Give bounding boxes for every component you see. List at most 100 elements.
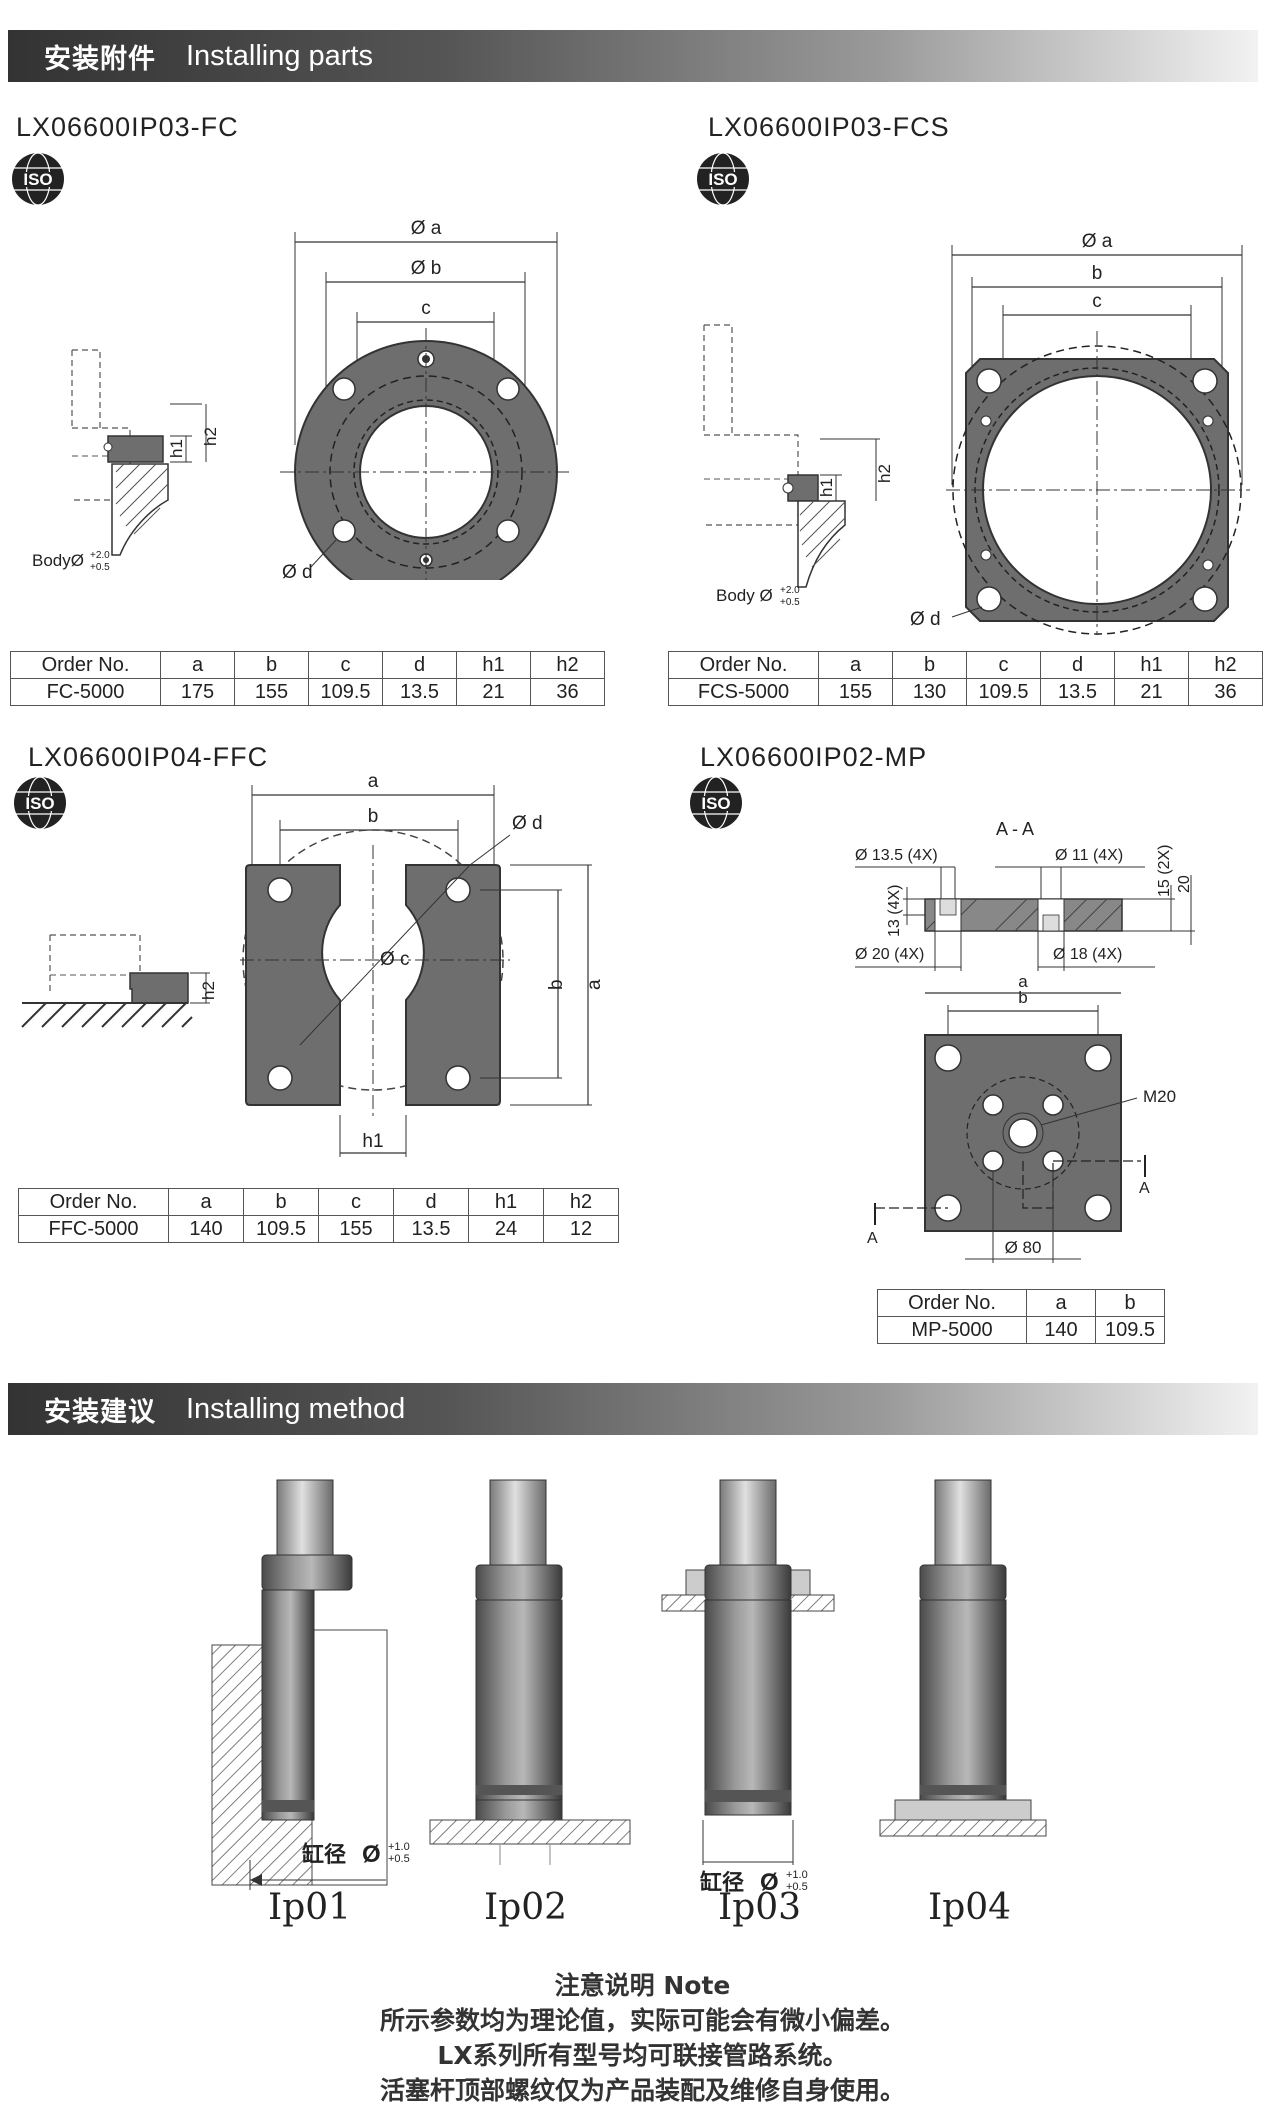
table-header-cell: h1 (1114, 651, 1189, 679)
table-header-cell: Order No. (10, 651, 161, 679)
table-header-cell: d (393, 1188, 469, 1216)
table-row: MP-5000 140 109.5 (877, 1316, 1165, 1344)
fcs-dim-h1: h1 (817, 478, 836, 497)
ffc-spec-table: Order No. a b c d h1 h2 FFC-5000 140 109… (18, 1188, 619, 1243)
fc-dim-c: c (421, 298, 431, 319)
section-header-installing-parts: 安装附件 Installing parts (8, 30, 1258, 82)
figure-label-ip02: Ip02 (484, 1887, 568, 1928)
ip03-figure: 缸径 Ø +1.0 +0.5 (661, 1479, 835, 1896)
figure-label-ip03: Ip03 (718, 1887, 802, 1928)
section-title-cn: 安装附件 (44, 43, 156, 75)
mp-dim-d80: Ø 80 (1005, 1238, 1042, 1257)
table-cell: FFC-5000 (18, 1215, 169, 1243)
section-title-cn: 安装建议 (44, 1396, 156, 1428)
fc-dim-h2: h2 (201, 427, 220, 446)
table-header-cell: a (818, 651, 893, 679)
section-title-en: Installing method (186, 1392, 406, 1425)
table-cell: 109.5 (966, 678, 1041, 706)
table-cell: 109.5 (308, 678, 383, 706)
fcs-dim-b: b (1092, 263, 1103, 284)
table-cell: 140 (168, 1215, 244, 1243)
fcs-body-label: Body Ø (716, 586, 773, 605)
table-cell: 21 (1114, 678, 1189, 706)
model-mp-title: LX06600IP02-MP (700, 742, 928, 772)
ip04-figure (879, 1479, 1047, 1837)
iso-text: ISO (701, 794, 730, 813)
fc-dim-a: Ø a (411, 218, 442, 239)
table-cell: 155 (234, 678, 309, 706)
iso-logo-icon: ISO (14, 776, 66, 830)
table-header-cell: b (1095, 1289, 1165, 1317)
fc-body-tol-bot: +0.5 (90, 562, 110, 573)
table-header-cell: b (892, 651, 967, 679)
table-header-cell: Order No. (877, 1289, 1027, 1317)
notes-title: 注意说明 Note (554, 1971, 731, 2000)
table-header-cell: c (308, 651, 383, 679)
section-header-installing-method: 安装建议 Installing method (8, 1383, 1258, 1435)
table-header-cell: d (382, 651, 457, 679)
mp-cut-a-right: A (1139, 1180, 1150, 1197)
fcs-spec-table: Order No. a b c d h1 h2 FCS-5000 155 130… (668, 651, 1263, 706)
fcs-dim-d: Ø d (910, 609, 941, 630)
ffc-drawing: a b Ø c Ø d a b h1 h2 (21, 775, 605, 1157)
fcs-dim-c: c (1092, 291, 1102, 312)
ffc-dim-h1: h1 (362, 1131, 383, 1152)
table-header-row: Order No. a b c d h1 h2 (18, 1188, 619, 1216)
ip01-bore-symbol: Ø (362, 1841, 381, 1868)
mp-dim-h20: 20 (1176, 875, 1193, 893)
table-cell: MP-5000 (877, 1316, 1027, 1344)
table-header-cell: Order No. (668, 651, 819, 679)
iso-logo-icon: ISO (12, 152, 64, 206)
fc-dim-h1: h1 (167, 439, 186, 458)
table-cell: 109.5 (243, 1215, 319, 1243)
table-header-cell: h1 (456, 651, 531, 679)
table-cell: 175 (160, 678, 235, 706)
table-header-row: Order No. a b c d h1 h2 (10, 651, 605, 679)
table-header-cell: d (1040, 651, 1115, 679)
iso-text: ISO (708, 170, 737, 189)
install-method-drawing: 缸径 Ø +1.0 +0.5 缸径 Ø +1.0 +0.5 (211, 1479, 1047, 1896)
table-header-cell: a (168, 1188, 244, 1216)
mp-section-label: A - A (996, 819, 1034, 839)
table-header-cell: h1 (468, 1188, 544, 1216)
notes-line: LX系列所有型号均可联接管路系统。 (437, 2041, 848, 2070)
mp-dim-h15: 15 (2X) (1156, 845, 1173, 897)
ip03-bore-label: 缸径 (700, 1870, 744, 1895)
table-header-cell: c (318, 1188, 394, 1216)
mp-dim-a: a (1018, 972, 1028, 991)
figure-label-ip01: Ip01 (268, 1887, 352, 1928)
ip01-figure: 缸径 Ø +1.0 +0.5 (211, 1479, 410, 1890)
ip03-bore-symbol: Ø (760, 1869, 779, 1896)
table-header-cell: b (243, 1188, 319, 1216)
table-cell: 36 (1188, 678, 1263, 706)
iso-logo-icon: ISO (697, 152, 749, 206)
table-header-cell: Order No. (18, 1188, 169, 1216)
table-cell: 130 (892, 678, 967, 706)
fc-spec-table: Order No. a b c d h1 h2 FC-5000 175 155 … (10, 651, 605, 706)
table-cell: 21 (456, 678, 531, 706)
table-header-cell: a (1026, 1289, 1096, 1317)
iso-text: ISO (23, 170, 52, 189)
table-row: FFC-5000 140 109.5 155 13.5 24 12 (18, 1215, 619, 1243)
table-cell: 13.5 (1040, 678, 1115, 706)
table-cell: FCS-5000 (668, 678, 819, 706)
ffc-dim-a: a (368, 775, 379, 792)
mp-dim-d18: Ø 18 (4X) (1053, 946, 1122, 963)
ffc-dim-c: Ø c (380, 949, 410, 970)
ip03-tol-top: +1.0 (786, 1869, 808, 1881)
fcs-body-tol-bot: +0.5 (780, 597, 800, 608)
ffc-dim-b-vert: b (546, 979, 567, 990)
table-cell: 12 (543, 1215, 619, 1243)
ip01-bore-label: 缸径 (302, 1842, 346, 1867)
ip01-tol-bot: +0.5 (388, 1853, 410, 1865)
model-ffc-title: LX06600IP04-FFC (28, 742, 269, 772)
ffc-dim-b: b (368, 806, 379, 827)
mp-spec-table: Order No. a b MP-5000 140 109.5 (877, 1289, 1165, 1344)
mp-dim-d20: Ø 20 (4X) (855, 946, 924, 963)
mp-dim-d13-5: Ø 13.5 (4X) (855, 847, 938, 864)
table-cell: 109.5 (1095, 1316, 1165, 1344)
table-cell: 155 (318, 1215, 394, 1243)
table-header-cell: h2 (1188, 651, 1263, 679)
table-header-cell: h2 (530, 651, 605, 679)
fc-dim-b: Ø b (411, 258, 442, 279)
